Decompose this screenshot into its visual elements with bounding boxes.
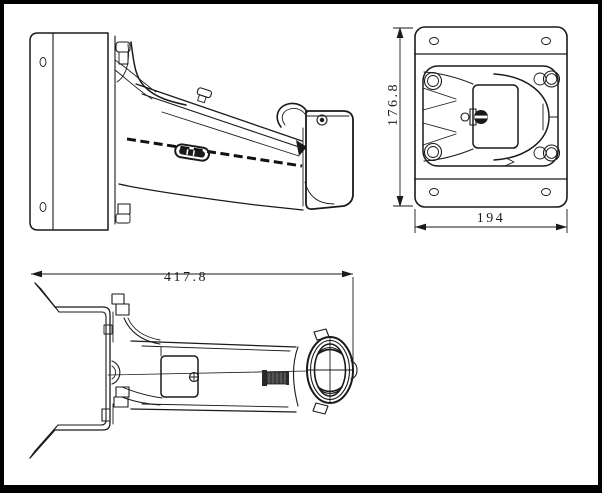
arm-end-on — [422, 71, 559, 167]
wall-plate — [29, 32, 116, 231]
dimension-rear-height: 176.8 — [386, 27, 413, 207]
dimension-rear-width: 194 — [414, 209, 568, 233]
arm-tube — [107, 340, 308, 413]
dim-label-rear-height: 176.8 — [386, 82, 401, 126]
dim-label-top-length: 417.8 — [164, 270, 208, 285]
rear-plate — [414, 26, 568, 208]
arm-head — [296, 110, 354, 211]
dim-label-rear-width: 194 — [477, 211, 506, 226]
dimension-top-length: 417.8 — [31, 270, 354, 367]
centerline-dashed — [126, 137, 303, 168]
brand-capsule — [174, 143, 210, 162]
column-details — [101, 293, 163, 422]
mounting-holes — [423, 70, 561, 162]
mount-head-top — [306, 328, 358, 415]
hook-handle — [276, 102, 308, 128]
clamp-blocks — [115, 41, 131, 224]
adjustment-knob — [196, 87, 213, 104]
rear-view: 176.8 — [386, 26, 568, 233]
clamp-bolt — [262, 370, 289, 386]
plate-edge-on — [29, 282, 114, 459]
top-view: 417.8 — [29, 270, 358, 459]
side-view — [29, 32, 354, 231]
mount-arm — [114, 41, 304, 211]
